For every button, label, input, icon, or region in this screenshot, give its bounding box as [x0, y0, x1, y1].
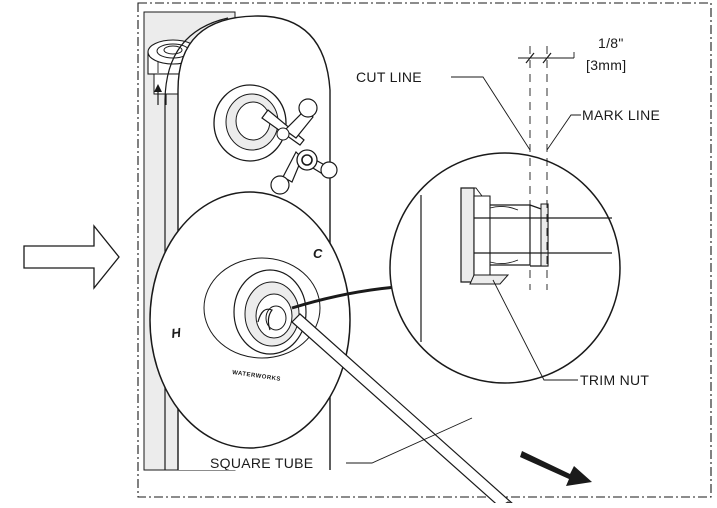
cross-handle	[261, 98, 338, 195]
square-tube-leader	[346, 417, 473, 464]
valve-escutcheon: H C WATERWORKS	[149, 191, 351, 449]
hot-indicator: H	[170, 325, 182, 341]
diverter-escutcheon	[213, 84, 287, 162]
dimension-imperial: 1/8"	[598, 35, 624, 51]
square-tube-label: SQUARE TUBE	[210, 455, 313, 471]
dimension-metric: [3mm]	[586, 57, 626, 73]
cut-line-leader	[451, 76, 531, 151]
trim-nut-leader	[492, 279, 578, 381]
cold-indicator: C	[313, 246, 323, 261]
mark-line-leader	[546, 114, 581, 151]
cut-line-label: CUT LINE	[356, 69, 422, 85]
solid-arrow-icon	[520, 451, 592, 486]
flow-arrow-icon	[154, 84, 167, 105]
trim-backplate-side	[164, 17, 229, 470]
dimension-marker	[518, 52, 575, 64]
detail-magnifier	[389, 46, 621, 384]
trim-nut-label: TRIM NUT	[580, 372, 649, 388]
outline-right-arrow-icon	[23, 224, 120, 290]
mark-line-label: MARK LINE	[582, 107, 660, 123]
dashed-frame	[137, 2, 712, 498]
